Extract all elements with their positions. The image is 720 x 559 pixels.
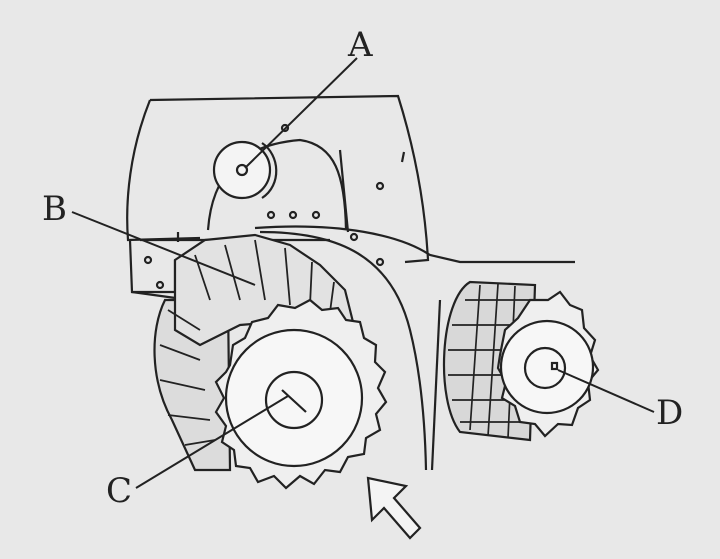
rotor-d xyxy=(442,280,600,442)
arrow-icon xyxy=(366,476,422,540)
label-a: A xyxy=(347,25,373,65)
label-d: D xyxy=(656,393,683,433)
leader-lines xyxy=(71,57,655,489)
rotor-c xyxy=(153,233,388,490)
label-b: B xyxy=(42,189,67,229)
housing xyxy=(126,94,575,471)
component-a-roller xyxy=(212,140,278,200)
label-c: C xyxy=(106,471,132,511)
